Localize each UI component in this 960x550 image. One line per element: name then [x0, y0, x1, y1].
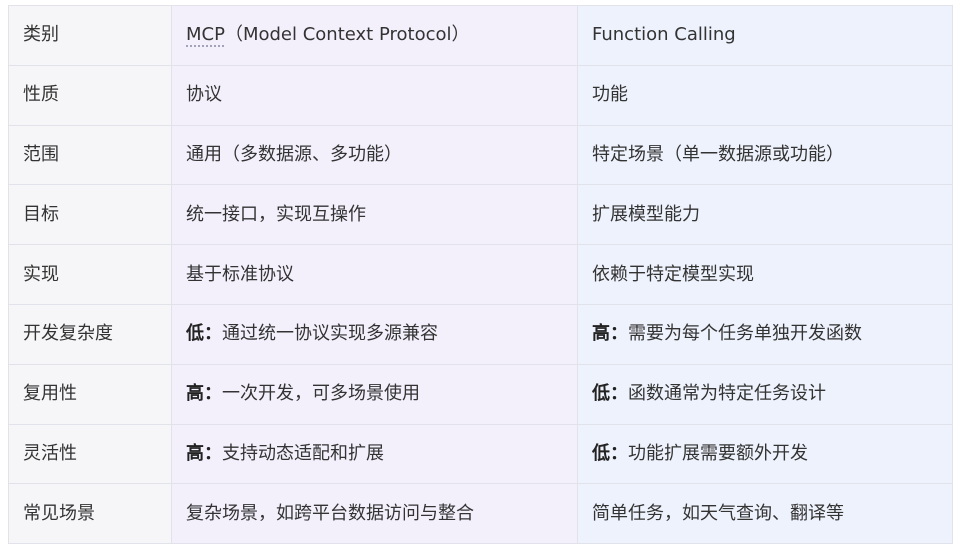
row-label: 开发复杂度 [23, 323, 113, 345]
header-category-label: 类别 [23, 24, 59, 46]
mcp-value-cell: 基于标准协议 [171, 244, 578, 305]
header-fc-cell: Function Calling [577, 5, 953, 66]
mcp-value-cell: 统一接口，实现互操作 [171, 184, 578, 246]
row-label: 目标 [23, 203, 59, 225]
row-label: 范围 [23, 143, 59, 165]
mcp-value-cell: 高：一次开发，可多场景使用 [171, 363, 578, 425]
fc-rating-prefix: 低： [592, 442, 628, 464]
table-row: 性质 协议 功能 [8, 64, 953, 126]
table-row: 灵活性 高：支持动态适配和扩展 低：功能扩展需要额外开发 [8, 423, 953, 485]
mcp-value: 统一接口，实现互操作 [186, 203, 366, 225]
table-row: 实现 基于标准协议 依赖于特定模型实现 [8, 244, 953, 305]
row-label-cell: 灵活性 [8, 423, 172, 485]
mcp-value-cell: 协议 [171, 64, 578, 126]
row-label: 实现 [23, 263, 59, 285]
header-fc-label: Function Calling [592, 24, 736, 46]
mcp-value: 协议 [186, 84, 222, 106]
mcp-vs-function-calling-table: 类别 MCP（Model Context Protocol） Function … [8, 5, 953, 545]
fc-value: 简单任务，如天气查询、翻译等 [592, 502, 844, 524]
mcp-value: 一次开发，可多场景使用 [222, 383, 420, 405]
fc-value: 扩展模型能力 [592, 203, 700, 225]
table-row: 开发复杂度 低：通过统一协议实现多源兼容 高：需要为每个任务单独开发函数 [8, 303, 953, 365]
mcp-rating-prefix: 高： [186, 383, 222, 405]
fc-value-cell: 扩展模型能力 [577, 184, 953, 246]
mcp-value: 通用（多数据源、多功能） [186, 143, 402, 165]
fc-value-cell: 依赖于特定模型实现 [577, 244, 953, 305]
fc-value-cell: 低：函数通常为特定任务设计 [577, 363, 953, 425]
fc-value-cell: 简单任务，如天气查询、翻译等 [577, 483, 953, 545]
mcp-value-cell: 通用（多数据源、多功能） [171, 124, 578, 186]
header-mcp-cell: MCP（Model Context Protocol） [171, 5, 578, 66]
table-row: 常见场景 复杂场景，如跨平台数据访问与整合 简单任务，如天气查询、翻译等 [8, 483, 953, 545]
mcp-abbr-link[interactable]: MCP [186, 24, 225, 46]
table-row: 目标 统一接口，实现互操作 扩展模型能力 [8, 184, 953, 246]
mcp-rating-prefix: 高： [186, 442, 222, 464]
mcp-rating-prefix: 低： [186, 323, 222, 345]
row-label: 性质 [23, 84, 59, 106]
fc-value-cell: 特定场景（单一数据源或功能） [577, 124, 953, 186]
table-header-row: 类别 MCP（Model Context Protocol） Function … [8, 5, 953, 66]
mcp-value-cell: 低：通过统一协议实现多源兼容 [171, 303, 578, 365]
table-row: 复用性 高：一次开发，可多场景使用 低：函数通常为特定任务设计 [8, 363, 953, 425]
fc-rating-prefix: 低： [592, 383, 628, 405]
fc-value: 依赖于特定模型实现 [592, 263, 754, 285]
fc-value-cell: 功能 [577, 64, 953, 126]
mcp-value-cell: 高：支持动态适配和扩展 [171, 423, 578, 485]
row-label-cell: 开发复杂度 [8, 303, 172, 365]
fc-value-cell: 低：功能扩展需要额外开发 [577, 423, 953, 485]
mcp-value: 复杂场景，如跨平台数据访问与整合 [186, 502, 474, 524]
row-label-cell: 复用性 [8, 363, 172, 425]
row-label-cell: 目标 [8, 184, 172, 246]
row-label: 灵活性 [23, 442, 77, 464]
row-label: 常见场景 [23, 502, 95, 524]
fc-rating-prefix: 高： [592, 323, 628, 345]
row-label-cell: 范围 [8, 124, 172, 186]
mcp-value-cell: 复杂场景，如跨平台数据访问与整合 [171, 483, 578, 545]
mcp-value: 通过统一协议实现多源兼容 [222, 323, 438, 345]
fc-value: 需要为每个任务单独开发函数 [628, 323, 862, 345]
row-label: 复用性 [23, 383, 77, 405]
row-label-cell: 实现 [8, 244, 172, 305]
table-row: 范围 通用（多数据源、多功能） 特定场景（单一数据源或功能） [8, 124, 953, 186]
comparison-table-container: 类别 MCP（Model Context Protocol） Function … [8, 5, 953, 545]
mcp-value: 基于标准协议 [186, 263, 294, 285]
header-category-cell: 类别 [8, 5, 172, 66]
row-label-cell: 常见场景 [8, 483, 172, 545]
mcp-value: 支持动态适配和扩展 [222, 442, 384, 464]
fc-value: 函数通常为特定任务设计 [628, 383, 826, 405]
fc-value: 功能扩展需要额外开发 [628, 442, 808, 464]
fc-value: 功能 [592, 84, 628, 106]
row-label-cell: 性质 [8, 64, 172, 126]
mcp-full-name: （Model Context Protocol） [224, 24, 470, 46]
fc-value-cell: 高：需要为每个任务单独开发函数 [577, 303, 953, 365]
fc-value: 特定场景（单一数据源或功能） [592, 143, 844, 165]
